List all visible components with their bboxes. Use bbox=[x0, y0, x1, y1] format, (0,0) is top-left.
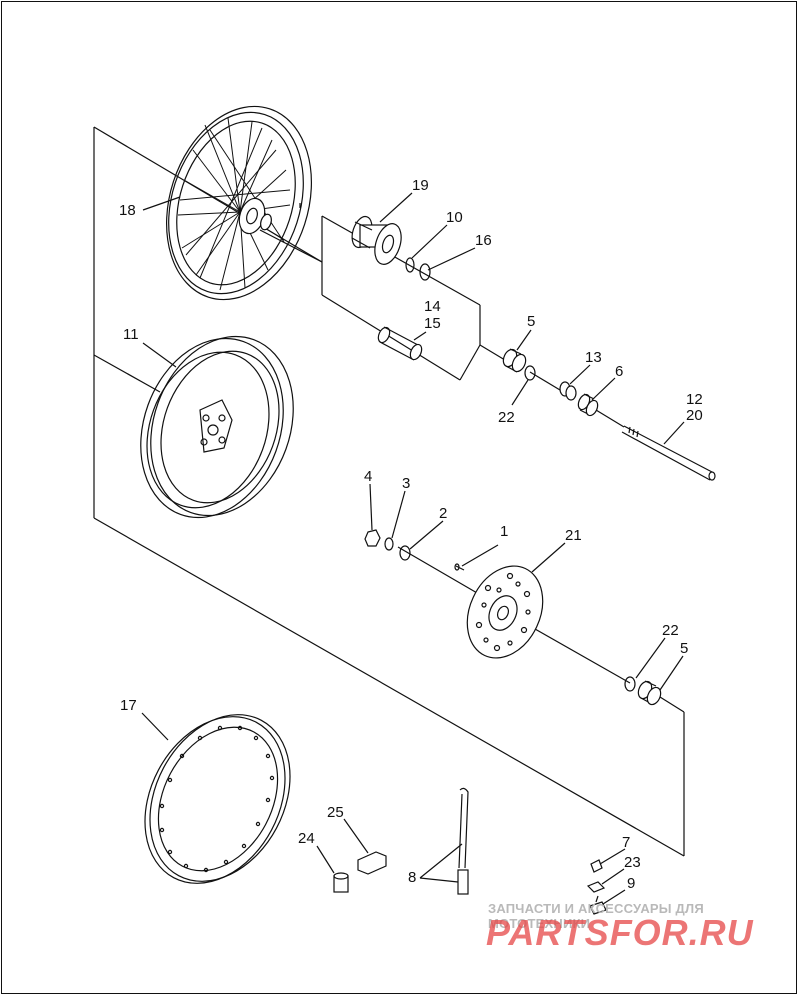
callout-3: 3 bbox=[402, 475, 410, 492]
callout-22-upper: 22 bbox=[498, 409, 515, 426]
callout-25: 25 bbox=[327, 804, 344, 821]
spacer-sleeve bbox=[377, 326, 423, 361]
callout-13: 13 bbox=[585, 349, 602, 366]
rim bbox=[144, 714, 291, 884]
cast-wheel-assembly bbox=[140, 335, 294, 519]
callout-7: 7 bbox=[622, 834, 630, 851]
callout-11: 11 bbox=[123, 326, 139, 343]
axle-shaft bbox=[621, 425, 716, 481]
spacer-ring-22-upper bbox=[524, 365, 536, 381]
assembly-bracket-lines bbox=[93, 126, 685, 857]
callout-2: 2 bbox=[439, 505, 447, 522]
callout-16: 16 bbox=[475, 232, 492, 249]
callout-10: 10 bbox=[446, 209, 463, 226]
callout-4: 4 bbox=[364, 468, 372, 485]
callout-5-upper: 5 bbox=[527, 313, 535, 330]
valve-part-7 bbox=[590, 859, 603, 873]
watermark-brand-logo: PARTSFOR.RU bbox=[486, 912, 754, 953]
callout-21: 21 bbox=[565, 527, 582, 544]
callout-12: 12 bbox=[686, 391, 703, 408]
spacer-6 bbox=[577, 393, 599, 417]
callout-19: 19 bbox=[412, 177, 429, 194]
callout-8: 8 bbox=[408, 869, 416, 886]
spacer-ring-22-lower bbox=[624, 676, 636, 692]
callout-17: 17 bbox=[120, 697, 137, 714]
callout-5-lower: 5 bbox=[680, 640, 688, 657]
nut-4 bbox=[364, 529, 381, 547]
screw-1 bbox=[454, 563, 465, 571]
callout-24: 24 bbox=[298, 830, 315, 847]
balance-weight-25 bbox=[357, 851, 387, 875]
leader-lines bbox=[141, 192, 685, 905]
callout-labels: 1 2 3 4 5 5 6 7 8 9 10 11 12 13 14 15 16… bbox=[119, 177, 703, 892]
callout-20: 20 bbox=[686, 407, 703, 424]
bearing-5-upper bbox=[502, 348, 527, 373]
collar-13 bbox=[559, 381, 577, 401]
valve-stem-9 bbox=[589, 895, 607, 915]
hub-assembly bbox=[351, 215, 402, 265]
callout-18: 18 bbox=[119, 202, 136, 219]
callout-9: 9 bbox=[627, 875, 635, 892]
washer-3 bbox=[384, 537, 394, 551]
spoked-wheel-assembly bbox=[165, 105, 313, 301]
callout-23: 23 bbox=[624, 854, 641, 871]
bearing-ring-10 bbox=[405, 257, 415, 273]
bearing-5-lower bbox=[637, 680, 662, 706]
callout-1: 1 bbox=[500, 523, 508, 540]
seal-16 bbox=[419, 263, 431, 281]
watermark-tagline: ЗАПЧАСТИ И АКСЕССУАРЫ ДЛЯ МОТОТЕХНИКИ bbox=[488, 901, 704, 931]
nut-23 bbox=[586, 881, 606, 893]
callout-6: 6 bbox=[615, 363, 623, 380]
callout-14: 14 bbox=[424, 298, 441, 315]
spacer-2 bbox=[399, 545, 411, 561]
brake-disc bbox=[466, 565, 544, 659]
spoke-and-nipple-8 bbox=[457, 787, 469, 895]
callout-15: 15 bbox=[424, 315, 441, 332]
sleeve-24 bbox=[333, 872, 349, 893]
callout-22-lower: 22 bbox=[662, 622, 679, 639]
